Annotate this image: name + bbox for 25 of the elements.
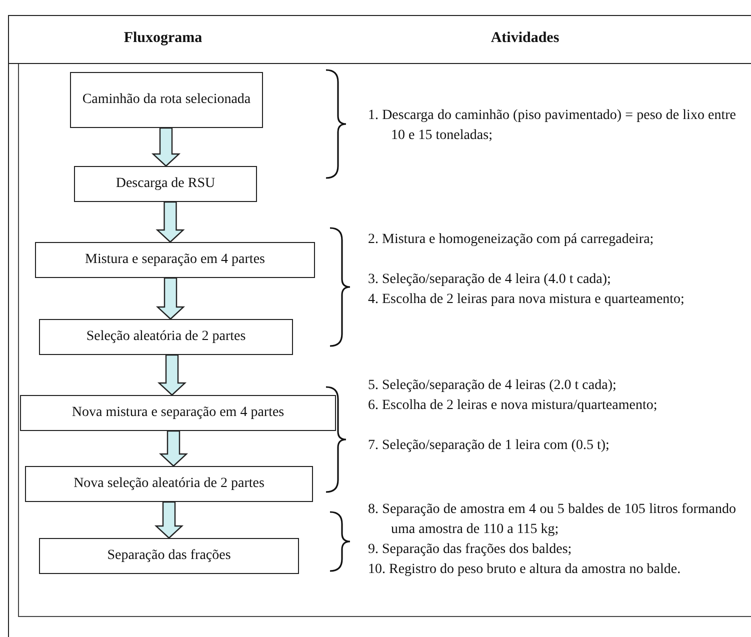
process-box: Nova seleção aleatória de 2 partes xyxy=(25,466,313,502)
block-arrow xyxy=(157,354,187,396)
activity-item: 5. Seleção/separação de 4 leiras (2.0 t cada); xyxy=(368,377,618,395)
block-arrow xyxy=(154,501,184,539)
column-header: Fluxograma xyxy=(124,30,202,47)
activity-item: 8. Separação de amostra em 4 ou 5 baldes de 105 litros formando uma amostra de 110 a 115 kg; xyxy=(368,501,736,539)
process-box: Seleção aleatória de 2 partes xyxy=(39,319,293,355)
activity-item: 9. Separação das frações dos baldes; xyxy=(368,541,573,559)
activity-item: 4. Escolha de 2 leiras para nova mistura e quarteamento; xyxy=(368,291,686,309)
process-box: Descarga de RSU xyxy=(74,166,257,202)
activity-item: 2. Mistura e homogeneização com pá carregadeira; xyxy=(368,231,655,249)
activity-item: 6. Escolha de 2 leiras e nova mistura/quarteamento; xyxy=(368,397,658,415)
process-box: Mistura e separação em 4 partes xyxy=(35,242,315,278)
process-box: Caminhão da rota selecionada xyxy=(70,72,263,128)
block-arrow xyxy=(156,201,185,243)
process-box: Separação das frações xyxy=(39,538,299,574)
activity-item: 7. Seleção/separação de 1 leira com (0.5 t); xyxy=(368,437,610,455)
column-header: Atividades xyxy=(490,30,560,47)
activity-item: 1. Descarga do caminhão (piso pavimentado) = peso de lixo entre 10 e 15 toneladas; xyxy=(368,107,736,145)
block-arrow xyxy=(156,277,186,320)
block-arrow xyxy=(151,127,181,167)
activity-item: 10. Registro do peso bruto e altura da amostra no balde. xyxy=(368,561,682,579)
process-box: Nova mistura e separação em 4 partes xyxy=(20,395,336,431)
block-arrow xyxy=(158,430,188,467)
activity-item: 3. Seleção/separação de 4 leira (4.0 t cada); xyxy=(368,271,612,289)
